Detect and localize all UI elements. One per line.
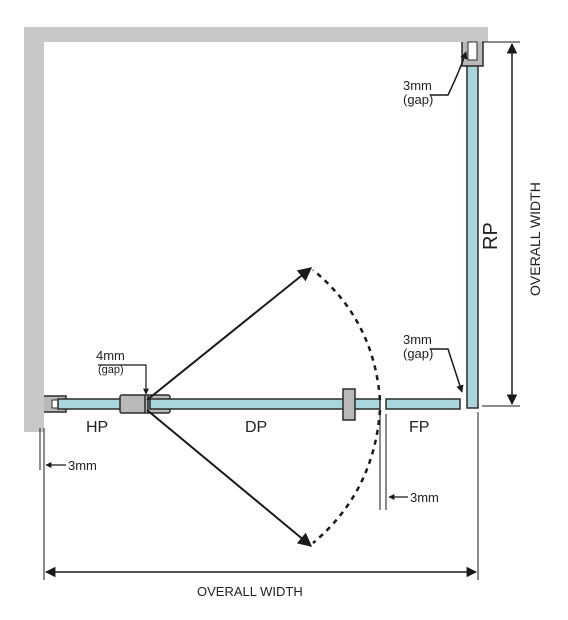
rp-bottom-gap-leader [430, 348, 464, 393]
door-handle-icon [342, 388, 356, 421]
overall-width-right-label: OVERALL WIDTH [527, 182, 543, 296]
rp-bottom-gap-label: 3mm [403, 332, 432, 347]
hinge-gap-word: (gap) [98, 364, 124, 376]
hinge-gap-label: 4mm [96, 348, 125, 363]
gap-right-label: 3mm [410, 490, 439, 505]
door-panel-glass [149, 398, 381, 410]
dp-label: DP [245, 419, 267, 436]
hp-label: HP [86, 419, 108, 436]
fixed-panel-glass [385, 398, 461, 410]
gap-left-label: 3mm [68, 458, 97, 473]
door-swing-open-in [146, 267, 313, 401]
door-swing-arc-in [312, 269, 382, 401]
rp-top-gap-word: (gap) [403, 92, 433, 107]
door-swing-open-out [146, 409, 313, 547]
rp-top-gap-leader [430, 51, 468, 96]
return-panel-glass [466, 57, 479, 409]
rp-top-gap-label: 3mm [403, 78, 432, 93]
fp-label: FP [409, 419, 429, 436]
rp-label: RP [480, 222, 502, 250]
overall-width-bottom-label: OVERALL WIDTH [197, 584, 303, 599]
hinge-panel-glass [57, 398, 125, 410]
rp-bottom-gap-word: (gap) [403, 346, 433, 361]
hinge-gap-leader [98, 364, 149, 395]
door-swing-arc-out [312, 409, 382, 544]
